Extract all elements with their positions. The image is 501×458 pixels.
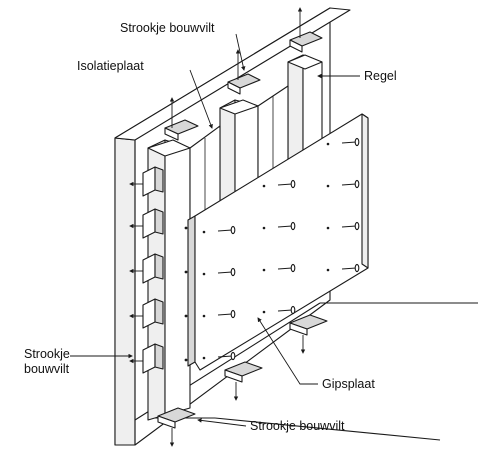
nail-dot xyxy=(184,270,188,274)
felt-strips-top xyxy=(164,31,323,141)
nail-dot xyxy=(184,314,188,318)
screw xyxy=(326,179,360,189)
screw xyxy=(262,263,296,273)
label-strip-top: Strookje bouwvilt xyxy=(120,21,215,35)
gypsum-board xyxy=(187,113,369,371)
label-insulation: Isolatieplaat xyxy=(77,59,144,73)
nail-dot xyxy=(184,358,188,362)
leader-lines xyxy=(70,33,360,427)
screw xyxy=(202,267,236,277)
screw xyxy=(326,263,360,273)
label-strip-bottom: Strookje bouwvilt xyxy=(250,419,345,433)
screws xyxy=(184,137,360,362)
nail-dot xyxy=(184,226,188,230)
screw xyxy=(202,309,236,319)
screw xyxy=(262,221,296,231)
label-gypsum: Gipsplaat xyxy=(322,377,375,391)
felt-strips-bottom xyxy=(157,314,328,429)
screw xyxy=(326,137,360,147)
label-strip-left-2: bouwvilt xyxy=(24,362,70,376)
label-strip-left-1: Strookje xyxy=(24,347,70,361)
direction-arrows xyxy=(129,7,306,447)
screw xyxy=(202,351,236,361)
screw xyxy=(262,305,296,315)
label-batten: Regel xyxy=(364,69,397,83)
screw xyxy=(202,225,236,235)
screw xyxy=(262,179,296,189)
screw xyxy=(326,221,360,231)
felt-strips-left xyxy=(142,166,164,374)
